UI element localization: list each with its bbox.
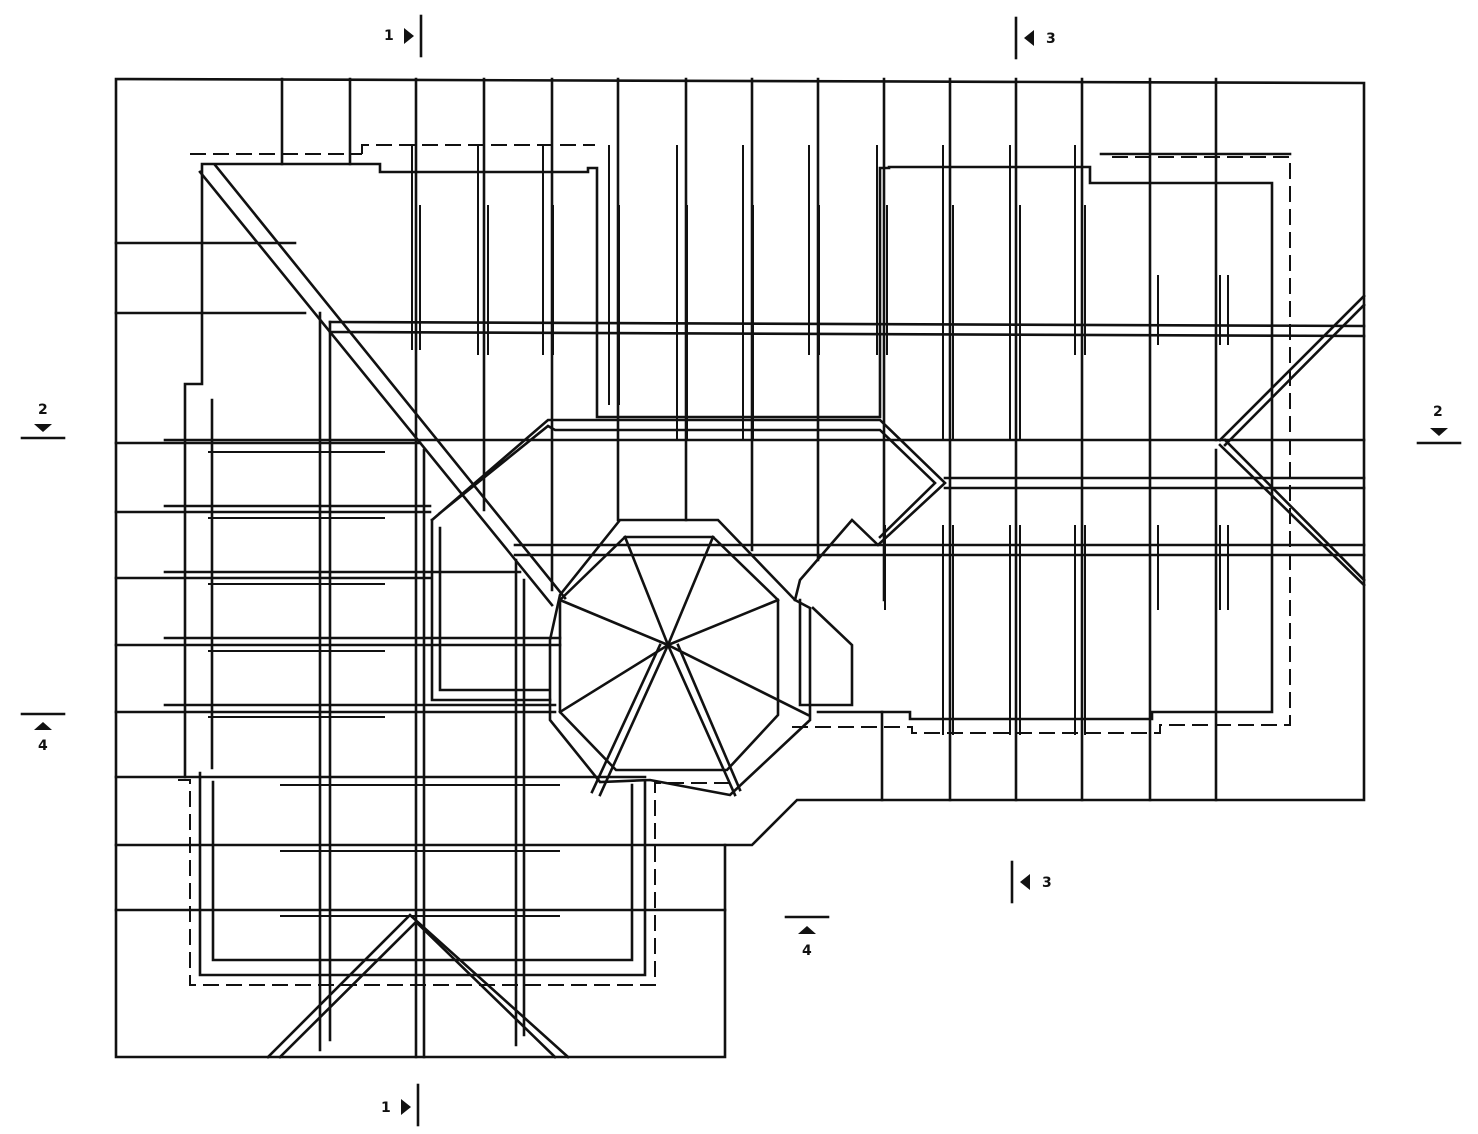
section-label-3-top: 3 [1046, 31, 1056, 47]
plate-outline-north [183, 162, 1274, 779]
section-label-2-left: 2 [38, 402, 48, 418]
purlins-horizontal [114, 241, 1366, 912]
section-marker-2-right: 2 [1416, 404, 1462, 445]
wall-line-dashed [172, 144, 1291, 986]
octagon-inner [558, 535, 780, 772]
section-marker-1-bottom: 1 [381, 1083, 420, 1127]
hip-east-2 [1223, 303, 1366, 447]
section-label-1-top: 1 [384, 28, 394, 44]
hip-east-4 [1223, 438, 1366, 582]
octagon-outer [548, 518, 812, 797]
section-marker-4-bottom: 4 [784, 915, 830, 959]
section-marker-2-left: 2 [20, 402, 66, 440]
section-label-3-bottom: 3 [1042, 875, 1052, 891]
hip-east-3 [1218, 443, 1366, 587]
octagon-ribs [558, 535, 810, 797]
section-label-1-bottom: 1 [381, 1100, 391, 1116]
plate-outline-west-wing [198, 771, 647, 977]
outer-eave-outline [114, 77, 1366, 1059]
rafter-doublers [411, 145, 1229, 735]
hip-nw-1 [198, 170, 554, 607]
hip-nw-2 [213, 163, 567, 600]
section-marker-3-top: 3 [1014, 16, 1056, 60]
section-label-2-right: 2 [1433, 404, 1443, 420]
rafter-ties-west [208, 451, 560, 917]
section-label-4-bottom: 4 [802, 943, 812, 959]
valley-north [430, 418, 947, 702]
plate-outline-east-wing [798, 152, 1292, 707]
section-marker-3-bottom: 3 [1010, 860, 1052, 904]
section-marker-4-left: 4 [20, 712, 66, 754]
section-marker-1-top: 1 [384, 14, 423, 58]
section-label-4-left: 4 [38, 738, 48, 754]
hip-east-1 [1218, 294, 1366, 442]
